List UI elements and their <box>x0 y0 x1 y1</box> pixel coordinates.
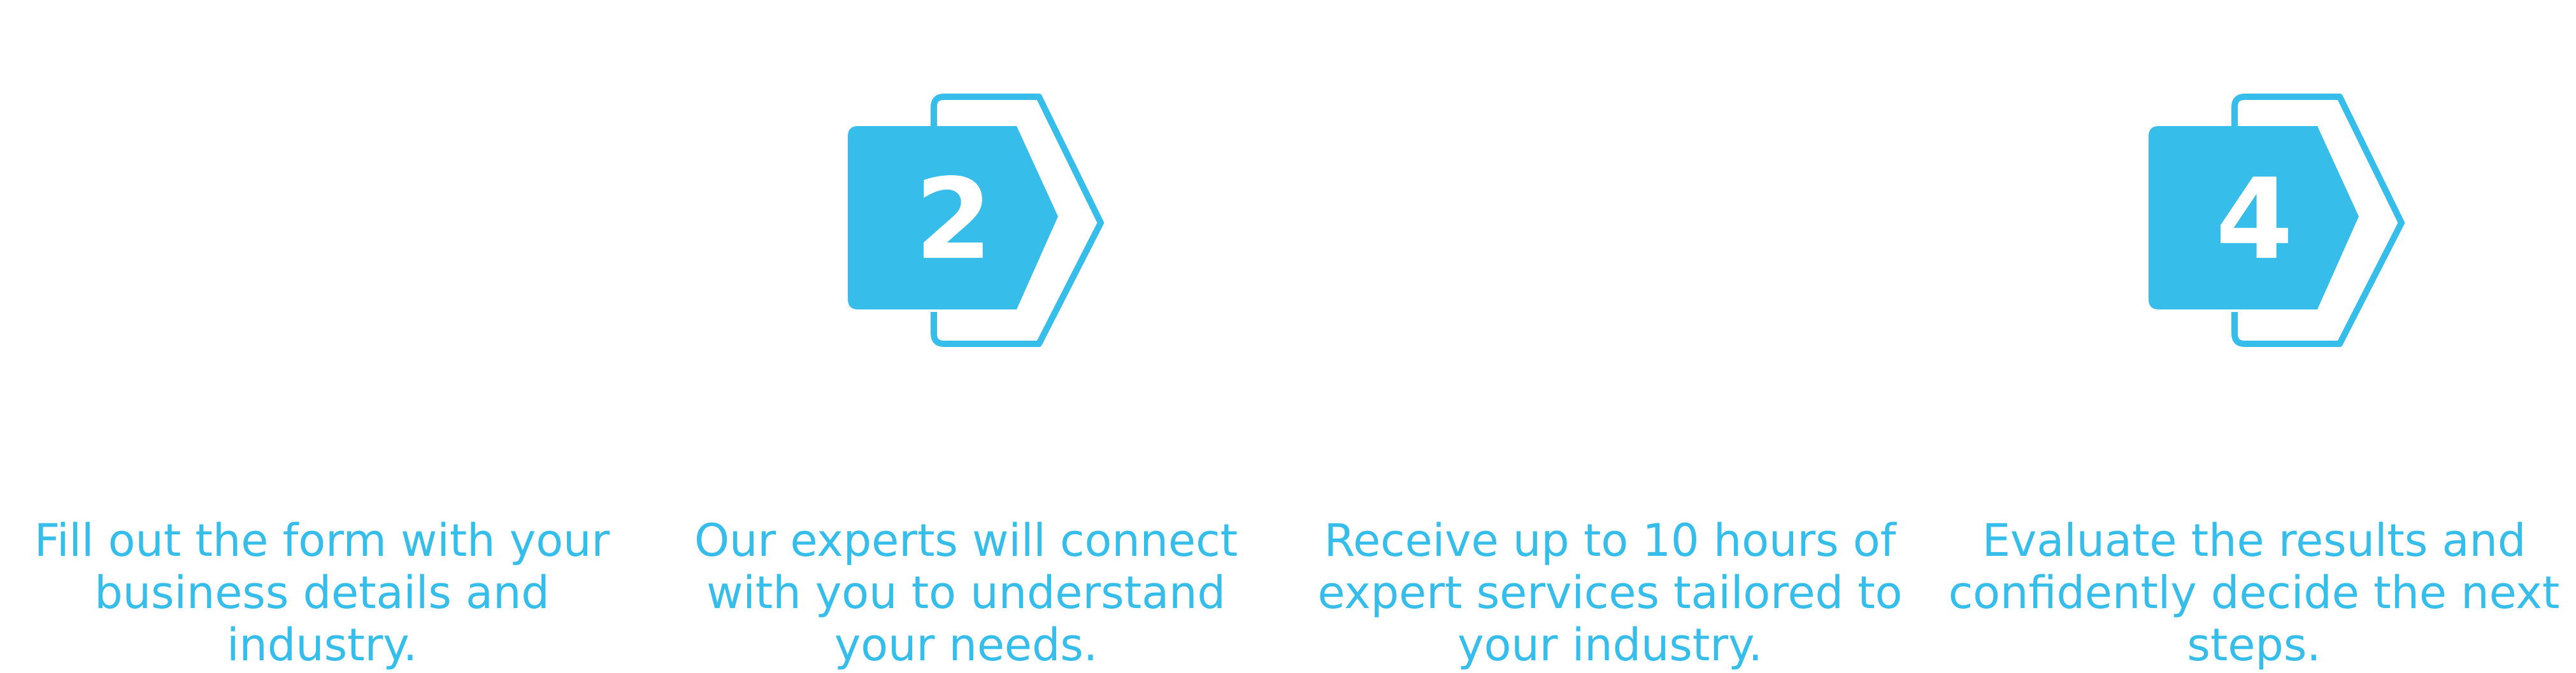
connector-arc-1 <box>577 71 713 128</box>
step-3-number: 3 <box>1568 152 1639 271</box>
step-4-outline-chevron <box>2231 94 2405 347</box>
step-4-description: Evaluate the results and confidently dec… <box>1948 514 2560 671</box>
step-4-number: 4 <box>2215 155 2293 285</box>
step-3-badge-shape <box>1505 126 1705 309</box>
step-2-description: Our experts will connect with you to und… <box>694 514 1238 671</box>
step-4: 4 Evaluate the results and confidently d… <box>1932 0 2576 673</box>
step-3-badge-icon: 3 <box>1505 94 1735 347</box>
step-4-badge-icon: 4 <box>2149 94 2405 347</box>
step-1-number: 1 <box>268 152 338 271</box>
step-1-badge-shape <box>204 126 404 309</box>
step-2-badge-icon: 2 <box>848 94 1104 347</box>
step-3-outline-chevron <box>1581 94 1735 347</box>
connector-arc-3 <box>1877 71 2012 128</box>
step-2: 2 Our experts will connect with you to u… <box>644 0 1288 673</box>
step-2-number: 2 <box>915 155 992 285</box>
step-1-description: Fill out the form with your business det… <box>34 514 610 671</box>
connector-arc-2 <box>1208 71 1343 128</box>
step-2-badge-shape <box>848 126 1058 309</box>
step-1-outline-chevron <box>280 94 434 347</box>
step-1-badge-icon: 1 <box>204 94 434 347</box>
step-1: 1 Fill out the form with your business d… <box>0 0 644 673</box>
step-3-description: Receive up to 10 hours of expert service… <box>1317 514 1903 671</box>
step-3: 3 Receive up to 10 hours of expert servi… <box>1288 0 1932 673</box>
step-2-outline-chevron <box>931 94 1104 347</box>
step-4-badge-shape <box>2149 126 2359 309</box>
